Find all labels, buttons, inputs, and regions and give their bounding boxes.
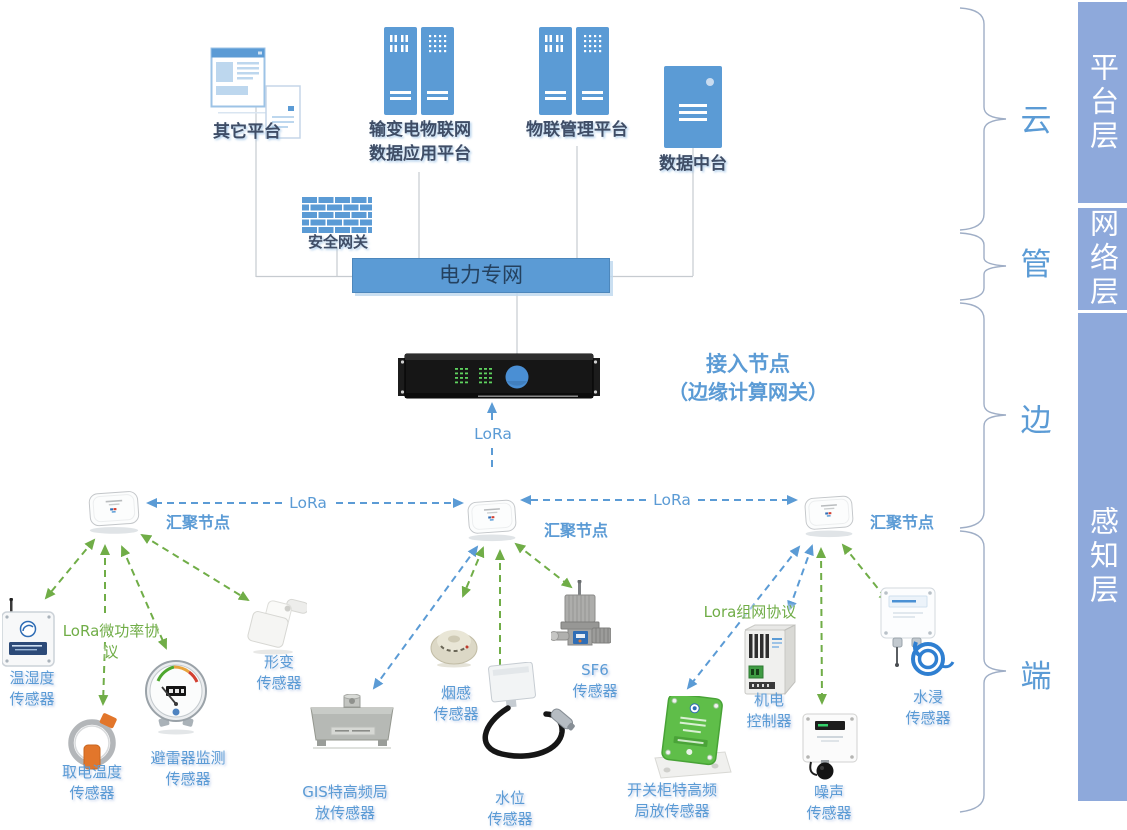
label-line: 传感器 (9, 690, 55, 708)
layer-band-platform: 平台层 (1078, 2, 1127, 203)
label-line: 温湿度 (9, 669, 55, 687)
label-line: （边缘计算网关） (668, 380, 828, 404)
label-data-middle-platform: 数据中台 (659, 154, 727, 174)
label-deformation-sensor: 形变 传感器 (246, 652, 312, 694)
layer-band-perception: 感知层 (1078, 313, 1127, 801)
label-line: 局放传感器 (634, 802, 710, 820)
label-line: 水位 (494, 789, 525, 807)
aggregation-node-middle (462, 498, 522, 542)
power-temp-sensor-image (68, 713, 117, 774)
noise-sensor-image (802, 713, 858, 780)
label-water-immersion-sensor: 水浸 传感器 (896, 687, 960, 729)
label-lora-micropower-protocol: LoRa微功率协议 (62, 622, 160, 661)
power-network-bar: 电力专网 (352, 258, 610, 293)
label-line: 取电温度 (61, 763, 122, 781)
label-line: 传感器 (806, 804, 852, 822)
sf6-sensor-image (551, 580, 611, 646)
edge-gateway-device (398, 353, 600, 399)
temp-humidity-sensor-image (2, 598, 55, 667)
label-line: GIS特高频局 (302, 783, 388, 801)
label-switchgear-pd-sensor: 开关柜特高频 局放传感器 (620, 780, 724, 822)
label-aggregation-node-middle: 汇聚节点 (543, 521, 608, 540)
data-middle-platform-icon (664, 66, 722, 148)
label-arrester-sensor: 避雷器监测 传感器 (138, 748, 238, 790)
label-lora-link-left: LoRa (289, 494, 327, 512)
label-other-platform: 其它平台 (213, 122, 281, 142)
label-line: 形变 (263, 653, 294, 671)
label-line: 传感器 (69, 784, 115, 802)
switchgear-uhf-pd-sensor-image (654, 696, 732, 779)
gis-uhf-pd-sensor-image (310, 694, 394, 749)
label-line: 噪声 (813, 783, 844, 801)
label-smoke-sensor: 烟感 传感器 (424, 683, 488, 725)
label-lora-link-right: LoRa (653, 491, 691, 509)
label-line: 烟感 (440, 684, 471, 702)
label-aggregation-node-left: 汇聚节点 (165, 513, 230, 532)
tag-pipe: 管 (1020, 247, 1052, 283)
label-security-gateway: 安全网关 (307, 233, 368, 251)
label-line: 避雷器监测 (150, 749, 226, 767)
label-power-temp-sensor: 取电温度 传感器 (50, 762, 134, 804)
label-line: 传感器 (572, 682, 618, 700)
label-temp-humidity-sensor: 温湿度 传感器 (0, 668, 64, 710)
label-line: 水浸 (912, 688, 943, 706)
label-line: 机电 (753, 691, 784, 709)
label-line: SF6 (581, 661, 609, 679)
power-iot-platform-icon (384, 27, 454, 115)
label-line: 传感器 (905, 709, 951, 727)
label-line: 接入节点 (706, 352, 790, 376)
layer-band-perception-label: 感知层 (1085, 506, 1120, 608)
label-noise-sensor: 噪声 传感器 (797, 782, 861, 824)
label-mech-controller: 机电 控制器 (737, 690, 801, 732)
label-line: 输变电物联网 (369, 120, 471, 140)
iot-management-platform-icon (539, 27, 609, 115)
tag-cloud: 云 (1020, 103, 1052, 139)
label-line: 传感器 (165, 770, 211, 788)
label-line: 控制器 (746, 712, 792, 730)
mech-controller-image (744, 624, 796, 696)
tag-edge: 边 (1020, 403, 1052, 439)
label-aggregation-node-right: 汇聚节点 (869, 513, 934, 532)
label-lora-mesh-protocol: Lora组网协议 (703, 603, 797, 621)
water-immersion-sensor-image (880, 587, 955, 676)
label-water-level-sensor: 水位 传感器 (478, 788, 542, 830)
arrester-monitor-sensor-image (145, 660, 207, 735)
aggregation-node-left (83, 489, 145, 535)
smoke-sensor-image (430, 630, 478, 668)
other-platform-icon (210, 47, 301, 139)
water-level-sensor-image (482, 662, 575, 759)
label-line: 传感器 (433, 705, 479, 723)
tag-terminal: 端 (1020, 659, 1052, 695)
layer-band-network: 网络层 (1078, 208, 1127, 310)
deformation-sensor-image (247, 598, 307, 655)
label-line: 放传感器 (314, 804, 375, 822)
label-sf6-sensor: SF6 传感器 (563, 660, 627, 702)
layer-band-platform-label: 平台层 (1085, 51, 1120, 154)
security-gateway-icon (302, 197, 372, 233)
label-gis-pd-sensor: GIS特高频局 放传感器 (293, 782, 397, 824)
label-power-iot-platform: 输变电物联网 数据应用平台 (349, 118, 491, 166)
label-line: 传感器 (487, 810, 533, 828)
label-line: 开关柜特高频 (626, 781, 717, 799)
label-access-node: 接入节点 （边缘计算网关） (633, 350, 863, 406)
label-iot-management-platform: 物联管理平台 (526, 120, 628, 140)
layer-band-network-label: 网络层 (1085, 208, 1120, 310)
aggregation-node-right (799, 494, 859, 538)
label-line: 传感器 (256, 674, 302, 692)
label-line: 数据应用平台 (369, 144, 471, 164)
label-lora-uplink: LoRa (474, 425, 512, 443)
